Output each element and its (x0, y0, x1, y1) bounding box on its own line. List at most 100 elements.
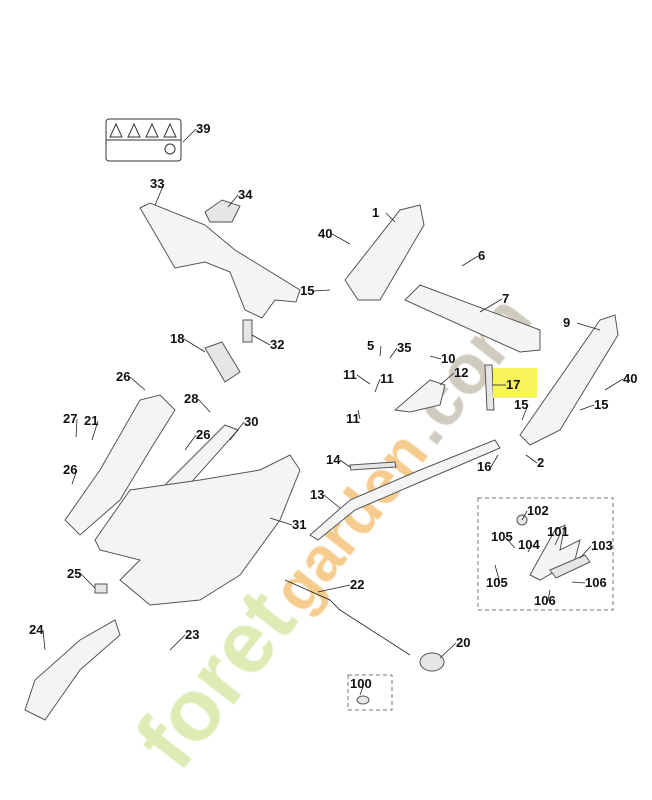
leader-line (251, 334, 271, 346)
part-label-106: 106 (534, 593, 556, 608)
part-label-2: 2 (537, 455, 544, 470)
leader-line (182, 128, 197, 143)
part-label-6: 6 (478, 248, 485, 263)
leader-line (91, 420, 99, 441)
part-label-14: 14 (326, 452, 341, 467)
part-32-spring (242, 319, 253, 343)
part-label-11: 11 (346, 411, 360, 426)
part-label-18: 18 (170, 331, 184, 346)
part-103-link (549, 554, 591, 579)
part-label-31: 31 (292, 517, 306, 532)
part-14-cable (349, 461, 397, 471)
part-label-12: 12 (454, 365, 468, 380)
part-label-22: 22 (350, 577, 364, 592)
highlight-box (493, 368, 537, 398)
leader-line (184, 434, 197, 451)
leader-line (317, 584, 351, 593)
part-label-105: 105 (491, 529, 513, 544)
kit-box-100 (347, 674, 393, 711)
leader-line (527, 544, 533, 553)
leader-line (579, 404, 595, 411)
part-label-13: 13 (310, 487, 324, 502)
part-label-24: 24 (29, 622, 44, 637)
leader-line (504, 536, 516, 549)
part-33-cover (139, 202, 301, 319)
part-label-10: 10 (441, 351, 455, 366)
part-label-21: 21 (84, 413, 98, 428)
part-100-washer (356, 695, 370, 705)
leader-line (323, 494, 341, 509)
leader-line (80, 573, 96, 589)
part-18-plate (204, 341, 241, 383)
leader-line (490, 454, 499, 468)
leader-line (604, 378, 624, 391)
leader-line (554, 531, 562, 546)
leader-line (71, 469, 78, 485)
part-label-39: 39 (196, 121, 210, 136)
part-label-34: 34 (238, 187, 253, 202)
leader-line (374, 378, 381, 393)
part-24-skirt (24, 619, 121, 721)
leader-line (356, 374, 371, 385)
part-label-32: 32 (270, 337, 284, 352)
part-label-16: 16 (477, 459, 491, 474)
part-label-106: 106 (585, 575, 607, 590)
part-label-100: 100 (350, 676, 372, 691)
part-label-28: 28 (184, 391, 198, 406)
leader-line (357, 409, 361, 420)
part-7-channel (404, 284, 541, 353)
part-9-bracket (519, 314, 619, 446)
leader-line (439, 642, 457, 659)
leader-line (197, 398, 211, 413)
leader-line (229, 421, 245, 441)
part-label-11: 11 (380, 371, 394, 386)
part-label-20: 20 (456, 635, 470, 650)
part-17-spring (484, 364, 495, 411)
leader-line (385, 212, 396, 223)
part-label-1: 1 (372, 205, 379, 220)
leader-line (579, 545, 592, 559)
leader-line (154, 183, 165, 206)
part-label-33: 33 (150, 176, 164, 191)
leader-line (521, 404, 529, 421)
leader-line (389, 347, 398, 359)
leader-line (547, 589, 551, 602)
part-label-7: 7 (502, 291, 509, 306)
leader-line (227, 194, 239, 208)
leader-line (169, 634, 186, 651)
part-22-rod (284, 579, 411, 656)
leader-line (313, 289, 331, 292)
safety-decal (105, 118, 182, 162)
part-label-104: 104 (518, 537, 540, 552)
leader-line (75, 418, 78, 438)
part-label-103: 103 (591, 538, 613, 553)
leader-line (42, 629, 46, 651)
kit-box-101-106 (477, 497, 614, 611)
part-label-26: 26 (196, 427, 210, 442)
leader-line (576, 322, 601, 331)
leader-line (439, 372, 455, 386)
part-label-40: 40 (623, 371, 637, 386)
part-label-101: 101 (547, 524, 569, 539)
part-34-pad (204, 199, 241, 223)
part-label-102: 102 (527, 503, 549, 518)
part-label-5: 5 (367, 338, 374, 353)
part-label-26: 26 (116, 369, 130, 384)
leader-line (521, 510, 528, 521)
part-left-housing (64, 394, 176, 536)
leader-line (269, 517, 293, 526)
part-label-9: 9 (563, 315, 570, 330)
part-label-40: 40 (318, 226, 332, 241)
leader-line (461, 255, 479, 267)
part-label-11: 11 (343, 367, 357, 382)
leader-line (129, 376, 146, 391)
part-20-knob (419, 652, 445, 672)
part-label-30: 30 (244, 414, 258, 429)
part-label-35: 35 (397, 340, 411, 355)
leader-line (494, 564, 501, 584)
part-label-27: 27 (63, 411, 77, 426)
part-label-25: 25 (67, 566, 81, 581)
part-label-15: 15 (300, 283, 314, 298)
